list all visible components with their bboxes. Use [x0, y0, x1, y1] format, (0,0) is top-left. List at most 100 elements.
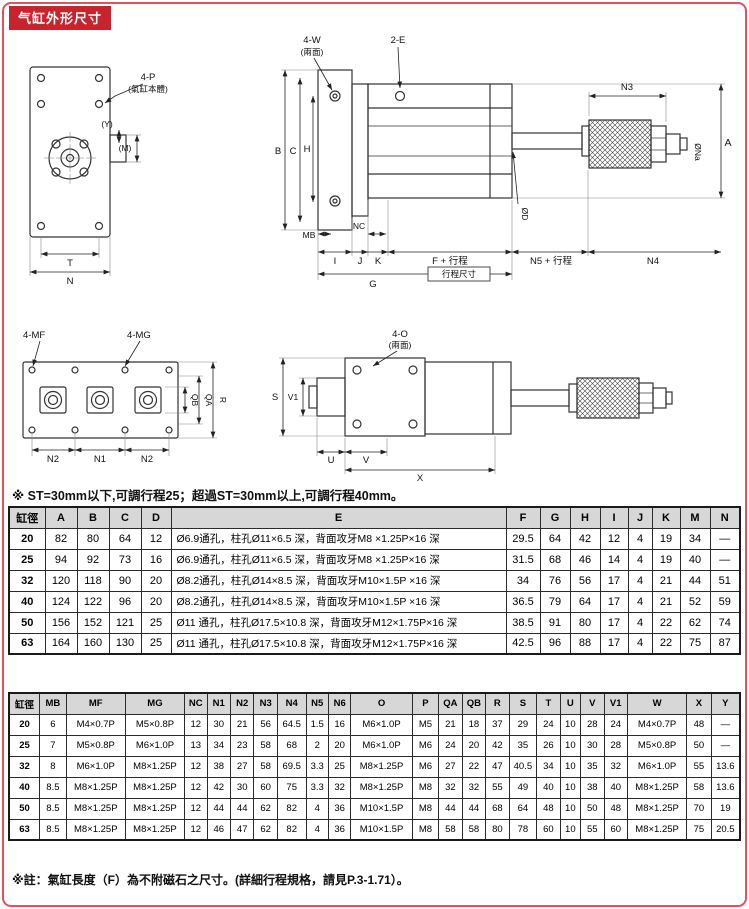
column-header: 缸徑 — [8, 692, 41, 715]
dimension-cell: 60 — [536, 818, 561, 841]
dimension-cell: 12 — [599, 527, 629, 550]
dimension-cell: M8×1.25P — [124, 818, 186, 841]
dimension-cell: 24 — [536, 713, 561, 736]
dimension-cell: M8×1.25P — [350, 776, 413, 799]
dimension-cell: 29.5 — [505, 527, 541, 550]
dimension-cell: 58 — [253, 755, 278, 778]
dimension-cell: 48 — [536, 797, 561, 820]
dimension-cell: 38 — [580, 776, 605, 799]
dimension-cell: M5×0.8P — [65, 734, 126, 757]
rear-view-dimensions — [29, 83, 144, 276]
dimension-cell: M8×1.25P — [626, 797, 688, 820]
bottom-view-geometry — [22, 361, 179, 439]
dimension-cell: M6×1.0P — [124, 734, 186, 757]
bore-size-cell: 25 — [8, 548, 46, 571]
dimension-cell: 120 — [44, 569, 78, 592]
dimension-cell: Ø11 通孔，柱孔Ø17.5×10.8 深，背面攻牙M12×1.75P×16 深 — [170, 632, 507, 655]
dimension-cell: 96 — [108, 590, 142, 613]
column-header: J — [627, 506, 653, 529]
dimension-cell: 28 — [580, 713, 605, 736]
dimension-cell: M6 — [411, 734, 440, 757]
column-header: 缸徑 — [8, 506, 46, 529]
dim-label-mb: MB — [303, 230, 316, 240]
dimension-cell: 44 — [438, 797, 463, 820]
dimension-cell: M5×0.8P — [626, 734, 688, 757]
dimension-cell: 59 — [709, 590, 741, 613]
dimension-cell: 90 — [108, 569, 142, 592]
dimension-cell: 35 — [508, 734, 538, 757]
dimension-cell: — — [709, 527, 741, 550]
column-header: B — [76, 506, 110, 529]
bore-size-cell: 32 — [8, 569, 46, 592]
column-header: V — [580, 692, 605, 715]
dimension-cell: 40.5 — [508, 755, 538, 778]
dimension-cell: M6×1.0P — [350, 734, 413, 757]
dimension-cell: 96 — [539, 632, 571, 655]
column-header: R — [485, 692, 510, 715]
bore-size-cell: 25 — [8, 734, 41, 757]
dimension-cell: 24 — [603, 713, 628, 736]
dimension-cell: 64 — [108, 527, 142, 550]
bore-size-cell: 20 — [8, 527, 46, 550]
dim-label-dia-na: ØNa — [693, 143, 703, 161]
dimension-cell: 87 — [709, 632, 741, 655]
dimension-cell: 80 — [485, 818, 510, 841]
dimension-cell: 17 — [599, 590, 629, 613]
dimension-cell: 22 — [461, 755, 487, 778]
dimension-cell: 94 — [44, 548, 78, 571]
top-view-dimensions — [279, 350, 496, 474]
dimension-cell: 73 — [108, 548, 142, 571]
dim-label-4o: 4-O — [392, 329, 408, 340]
dimension-cell: 55 — [580, 818, 605, 841]
dimension-cell: 22 — [651, 611, 681, 634]
dimension-cell: 32 — [438, 776, 463, 799]
column-header: O — [350, 692, 413, 715]
dimension-cell: 32 — [327, 776, 352, 799]
dimension-cell: 20 — [140, 590, 172, 613]
dimension-cell: M8×1.25P — [626, 818, 688, 841]
dimension-cell: 80 — [76, 527, 110, 550]
column-header: M — [679, 506, 711, 529]
dimension-cell: 34 — [536, 755, 561, 778]
dimension-cell: 42 — [485, 734, 510, 757]
dimension-cell: 52 — [679, 590, 711, 613]
dimension-cell: 64.5 — [276, 713, 307, 736]
dimension-cell: 122 — [76, 590, 110, 613]
dimension-cell: 20 — [327, 734, 352, 757]
dimension-cell: 24 — [438, 734, 463, 757]
dimension-cell: 118 — [76, 569, 110, 592]
dimension-cell: 4 — [627, 569, 653, 592]
dimension-cell: Ø6.9通孔，柱孔Ø11×6.5 深，背面攻牙M8 ×1.25P×16 深 — [170, 527, 507, 550]
dimension-cell: 12 — [184, 713, 208, 736]
page-title: 气缸外形尺寸 — [9, 6, 112, 30]
dimension-cell: 19 — [651, 548, 681, 571]
column-header: A — [44, 506, 78, 529]
dim-label-h: H — [304, 144, 311, 155]
dim-label-n3: N3 — [621, 82, 633, 93]
dimension-cell: 25 — [140, 611, 172, 634]
dimension-cell: 58 — [686, 776, 712, 799]
dim-label-y: (Y) — [101, 119, 113, 129]
dimension-cell: 30 — [580, 734, 605, 757]
dimension-cell: 12 — [184, 776, 208, 799]
adjustable-stroke-note: ※ ST=30mm以下,可調行程25；超過ST=30mm以上,可調行程40mm。 — [12, 489, 404, 503]
dimension-cell: 44 — [679, 569, 711, 592]
dimension-cell: 36.5 — [505, 590, 541, 613]
dimension-cell: 7 — [39, 734, 67, 757]
dimension-cell: 40 — [603, 776, 628, 799]
dimension-cell: 12 — [184, 755, 208, 778]
column-header: MB — [39, 692, 67, 715]
dim-label-v: V — [363, 455, 370, 466]
dim-label-k: K — [375, 256, 382, 267]
dimension-cell: 82 — [44, 527, 78, 550]
dimension-cell: 17 — [599, 632, 629, 655]
column-header: H — [569, 506, 601, 529]
dimension-cell: 76 — [539, 569, 571, 592]
dimension-cell: M4×0.7P — [65, 713, 126, 736]
dimension-cell: 4 — [627, 548, 653, 571]
dimension-cell: 8.5 — [39, 776, 67, 799]
